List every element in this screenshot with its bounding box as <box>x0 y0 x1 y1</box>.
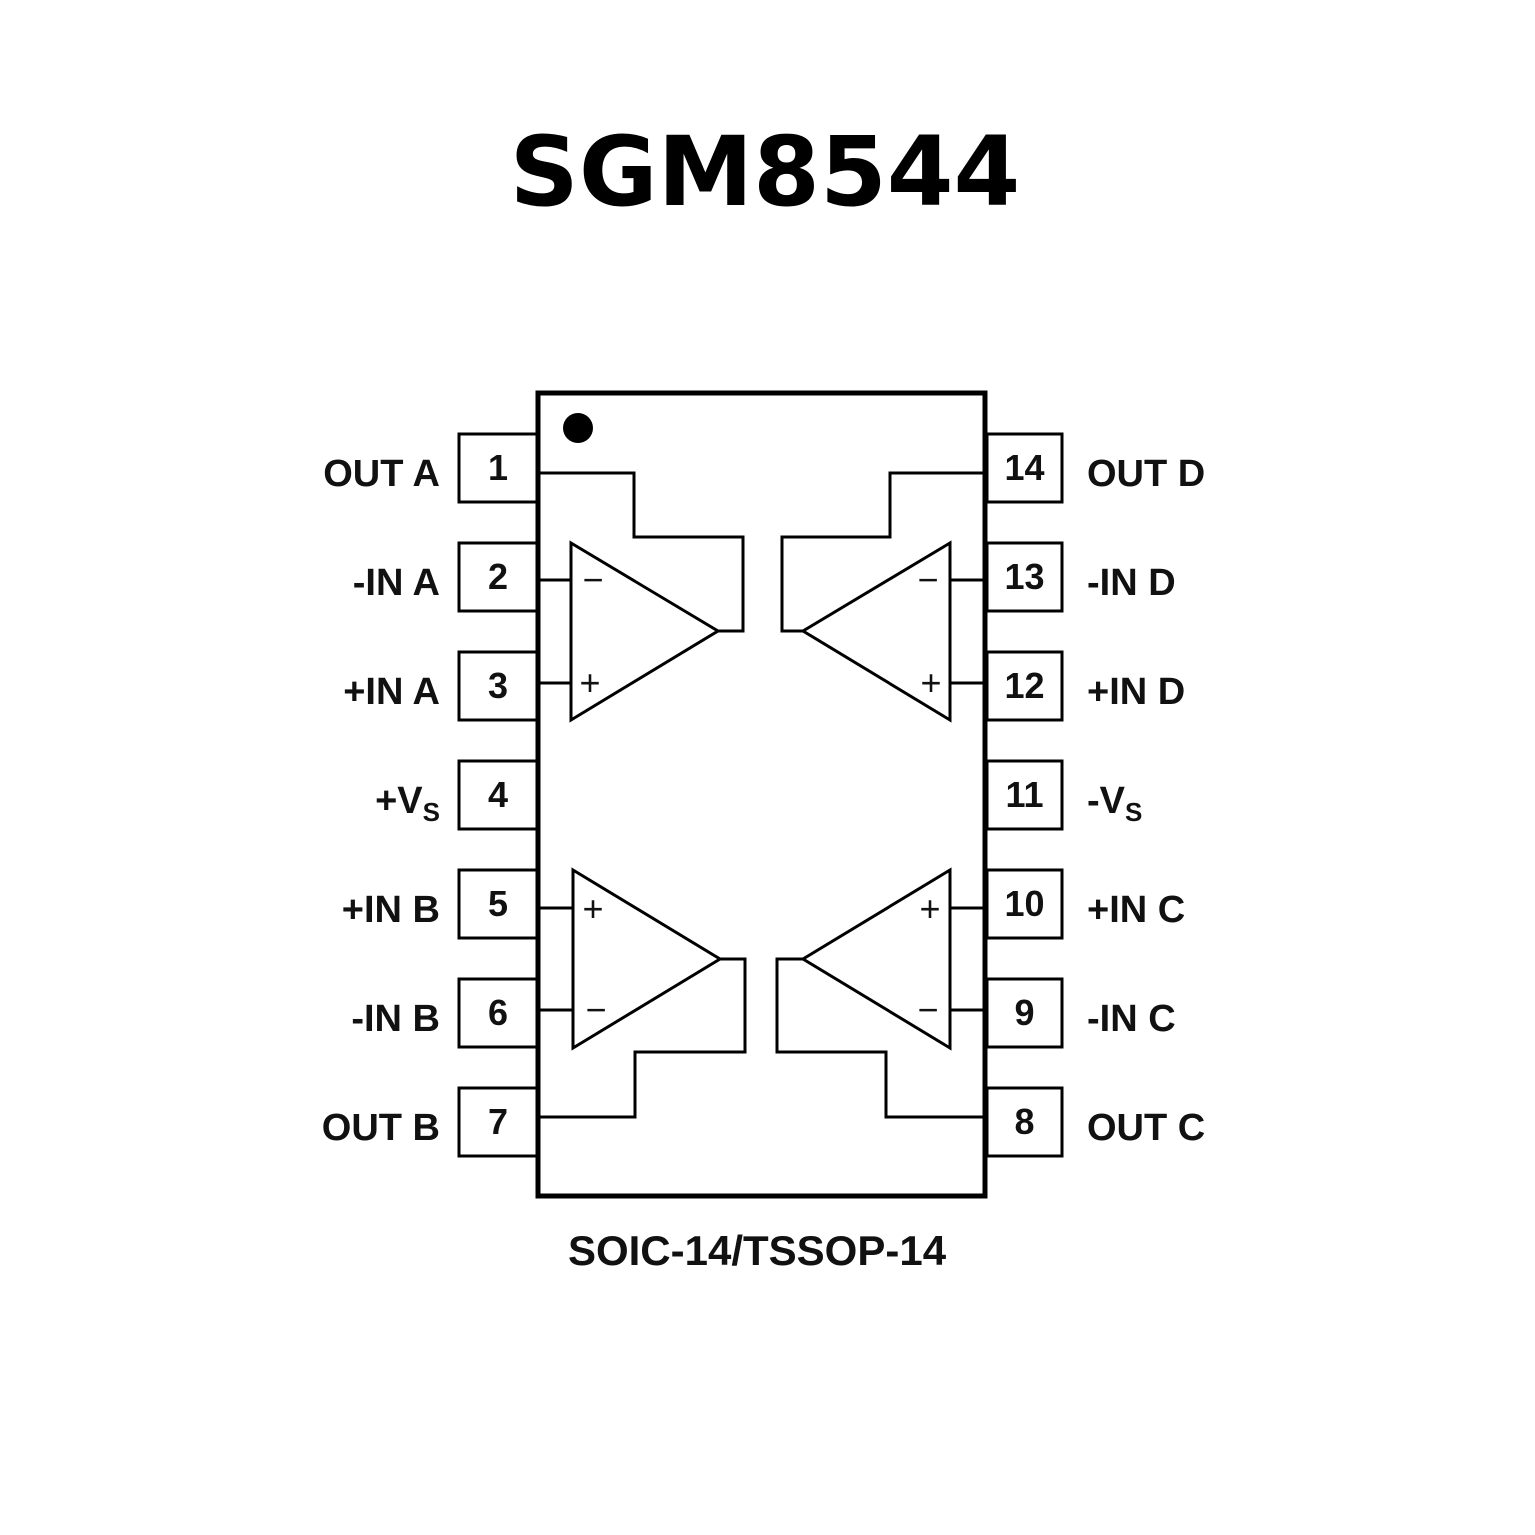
pin-label-text: OUT A <box>323 453 440 495</box>
pin-5: 5 +IN B <box>342 868 539 940</box>
plus-sign: + <box>579 662 600 703</box>
pin-11: 11 -VS <box>985 759 1142 831</box>
pin-label-text: -IN D <box>1087 562 1176 604</box>
plus-sign: + <box>582 888 603 929</box>
pin-label-text: -V <box>1087 780 1126 822</box>
pin-box <box>457 1086 539 1158</box>
pin-label: +IN B <box>342 889 440 931</box>
pin-4: 4 +VS <box>375 759 539 831</box>
pin-number: 5 <box>488 883 508 924</box>
pin-9: 9 -IN C <box>985 977 1176 1049</box>
minus-sign: − <box>585 989 606 1030</box>
pin-number: 10 <box>1004 883 1044 924</box>
pin-number: 3 <box>488 665 508 706</box>
pin-box <box>457 759 539 831</box>
pin-10: 10 +IN C <box>985 868 1185 940</box>
plus-sign: + <box>920 662 941 703</box>
chip-body <box>535 390 988 1199</box>
pin-7: 7 OUT B <box>322 1086 539 1158</box>
pin-14: 14 OUT D <box>985 432 1205 504</box>
pin-label-text: -IN C <box>1087 998 1176 1040</box>
pin-number: 14 <box>1004 447 1044 488</box>
pin-label: +IN C <box>1087 889 1185 931</box>
pin-13: 13 -IN D <box>985 541 1176 613</box>
pin-number: 9 <box>1014 992 1034 1033</box>
pin-label: -IN D <box>1087 562 1176 604</box>
pin-box <box>457 868 539 940</box>
minus-sign: − <box>917 559 938 600</box>
pin-label-text: +IN B <box>342 889 440 931</box>
pin-number: 12 <box>1004 665 1044 706</box>
pin-8: 8 OUT C <box>985 1086 1205 1158</box>
pin-box <box>457 432 539 504</box>
pin-label-text: -IN A <box>353 562 440 604</box>
pin-label-text: OUT B <box>322 1107 440 1149</box>
pin-number: 2 <box>488 556 508 597</box>
pin-box <box>457 650 539 722</box>
pin-label: OUT D <box>1087 453 1205 495</box>
pin-number: 1 <box>488 447 508 488</box>
plus-sign: + <box>919 888 940 929</box>
pin-label: OUT A <box>323 453 440 495</box>
pin-label: +IN D <box>1087 671 1185 713</box>
pin-label-text: OUT C <box>1087 1107 1205 1149</box>
pin-label-subscript: S <box>1125 797 1142 827</box>
opamp-c: + − <box>775 867 985 1119</box>
pin-box <box>985 1086 1064 1158</box>
pin-box <box>457 977 539 1049</box>
pin-label: +IN A <box>343 671 440 713</box>
pin-box <box>985 650 1064 722</box>
pin-box <box>985 977 1064 1049</box>
pin-label-text: +IN A <box>343 671 440 713</box>
right-pins: 14 OUT D 13 -IN D 12 +IN D 11 -VS 10 +IN C 9 -IN C 8… <box>985 432 1205 1158</box>
pin-number: 4 <box>488 774 508 815</box>
pin-label-text: OUT D <box>1087 453 1205 495</box>
pin-box <box>457 541 539 613</box>
pin-box <box>985 759 1064 831</box>
opamp-d: − + <box>780 471 985 723</box>
pin-label-text: +V <box>375 780 423 822</box>
pin-label-subscript: S <box>423 797 440 827</box>
opamp-b: + − <box>538 867 747 1119</box>
pin-number: 8 <box>1014 1101 1034 1142</box>
pin-label: OUT B <box>322 1107 440 1149</box>
pin-label-text: +IN D <box>1087 671 1185 713</box>
pin-number: 6 <box>488 992 508 1033</box>
pin-label-text: -IN B <box>351 998 440 1040</box>
pin-label: +VS <box>375 780 440 827</box>
chip-title: SGM8544 <box>510 116 1021 228</box>
minus-sign: − <box>917 989 938 1030</box>
pin-3: 3 +IN A <box>343 650 539 722</box>
pin-2: 2 -IN A <box>353 541 539 613</box>
pin-label: -IN A <box>353 562 440 604</box>
opamp-a: − + <box>538 471 745 723</box>
pin-number: 7 <box>488 1101 508 1142</box>
pin-label: -IN C <box>1087 998 1176 1040</box>
pin-label: -VS <box>1087 780 1142 827</box>
minus-sign: − <box>582 559 603 600</box>
pin-label: -IN B <box>351 998 440 1040</box>
pin1-indicator-dot <box>563 413 593 443</box>
package-label: SOIC-14/TSSOP-14 <box>568 1227 947 1274</box>
pin-number: 13 <box>1004 556 1044 597</box>
pin-number: 11 <box>1005 774 1043 815</box>
pin-label-text: +IN C <box>1087 889 1185 931</box>
pin-1: 1 OUT A <box>323 432 539 504</box>
left-pins: 1 OUT A 2 -IN A 3 +IN A 4 +VS 5 +IN B 6 -IN B 7 OUT B <box>322 432 539 1158</box>
pin-12: 12 +IN D <box>985 650 1185 722</box>
pin-box <box>985 432 1064 504</box>
pin-6: 6 -IN B <box>351 977 539 1049</box>
pin-box <box>985 541 1064 613</box>
pin-box <box>985 868 1064 940</box>
pin-label: OUT C <box>1087 1107 1205 1149</box>
